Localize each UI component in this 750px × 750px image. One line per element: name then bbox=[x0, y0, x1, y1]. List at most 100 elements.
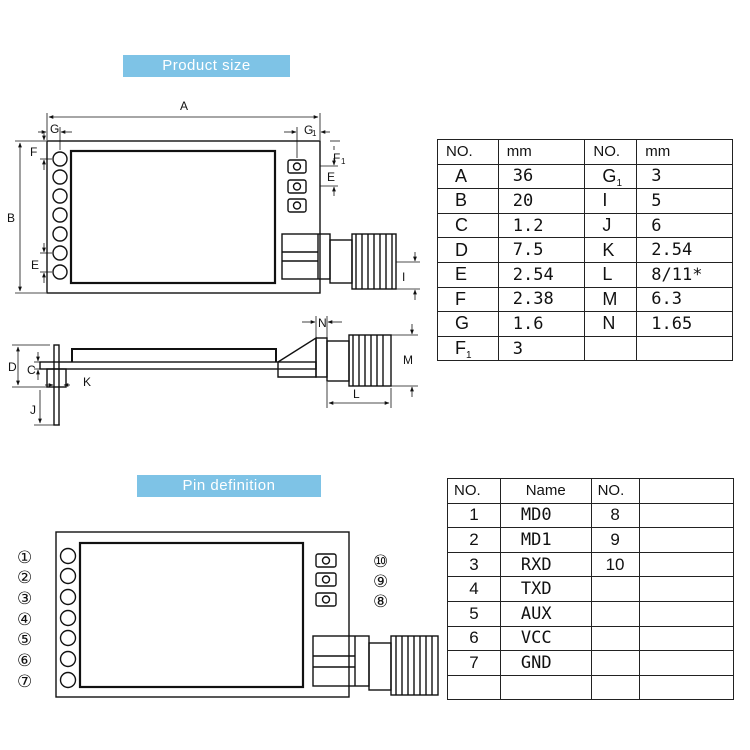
dim-code: G bbox=[437, 311, 499, 337]
dim-value: 1.65 bbox=[636, 311, 733, 337]
side-pin bbox=[53, 344, 60, 426]
table-row: F 2.38 M 6.3 bbox=[437, 286, 733, 313]
dim-label-g1-sub: 1 bbox=[312, 129, 317, 138]
table-row: 3 RXD 10 bbox=[447, 551, 734, 578]
pin-number: 4 bbox=[447, 576, 501, 602]
dim-label-k: K bbox=[83, 375, 91, 389]
pin-name bbox=[499, 674, 592, 701]
side-view-drawing bbox=[12, 316, 418, 426]
table-row: B 20 I 5 bbox=[437, 188, 733, 214]
dim-value: 36 bbox=[497, 163, 586, 190]
pin-number: 5 bbox=[447, 600, 501, 627]
dim-label-f1-sub: 1 bbox=[341, 157, 346, 166]
dim-label-a: A bbox=[180, 99, 188, 113]
pin-view-drawing bbox=[55, 531, 439, 698]
table-row: 2 MD1 9 bbox=[447, 527, 734, 553]
pin-marker-3: ③ bbox=[17, 589, 32, 608]
pin-view-board bbox=[55, 531, 350, 698]
pin-number: 10 bbox=[590, 551, 640, 578]
dim-code: E bbox=[437, 261, 499, 288]
table-header-row: NO. Name NO. bbox=[447, 478, 734, 504]
pin-number bbox=[590, 674, 640, 701]
table-row: E 2.54 L 8/11* bbox=[437, 261, 733, 288]
pin-marker-9: ⑨ bbox=[373, 572, 388, 591]
pin-marker-8: ⑧ bbox=[373, 592, 388, 611]
table-row: 4 TXD bbox=[447, 576, 734, 602]
pin-number: 3 bbox=[447, 551, 501, 578]
dim-code: M bbox=[584, 286, 638, 313]
dim-code bbox=[584, 335, 638, 362]
top-view-drawing bbox=[15, 113, 420, 300]
side-pcb bbox=[39, 361, 317, 370]
table-row bbox=[447, 674, 734, 701]
pin-marker-6: ⑥ bbox=[17, 651, 32, 670]
column-header: NO. bbox=[584, 139, 638, 165]
dim-value: 3 bbox=[497, 335, 586, 362]
pin-view-connector-base bbox=[312, 635, 370, 687]
dim-label-m: M bbox=[403, 353, 413, 367]
table-row: 5 AUX bbox=[447, 600, 734, 627]
pin-name bbox=[638, 650, 734, 676]
dim-code: N bbox=[584, 311, 638, 337]
dimension-table: NO. mm NO. mm A 36 G1 3 B 20 I 5 C 1.2 J… bbox=[437, 139, 733, 362]
pin-number: 9 bbox=[590, 527, 640, 553]
pin-marker-1: ① bbox=[17, 548, 32, 567]
dim-code: F1 bbox=[437, 335, 499, 362]
table-row: 1 MD0 8 bbox=[447, 502, 734, 529]
pin-name bbox=[638, 576, 734, 602]
table-row: F1 3 bbox=[437, 335, 733, 362]
table-row: A 36 G1 3 bbox=[437, 163, 733, 190]
dim-code: F bbox=[437, 286, 499, 313]
pin-number: 6 bbox=[447, 625, 501, 652]
pin-marker-2: ② bbox=[17, 568, 32, 587]
pin-name bbox=[638, 625, 734, 652]
dim-code: A bbox=[437, 163, 499, 190]
dim-value: 2.54 bbox=[497, 261, 586, 288]
dim-code: B bbox=[437, 188, 499, 214]
product-size-banner: Product size bbox=[123, 55, 290, 77]
pin-view-pins-right bbox=[315, 553, 337, 607]
column-header: NO. bbox=[590, 478, 640, 504]
table-row: D 7.5 K 2.54 bbox=[437, 237, 733, 263]
pin-number bbox=[590, 650, 640, 676]
pin-row-left bbox=[52, 151, 68, 280]
column-header: mm bbox=[497, 139, 586, 165]
side-header bbox=[46, 368, 67, 388]
dim-value: 2.38 bbox=[497, 286, 586, 313]
dim-label-n: N bbox=[318, 316, 327, 330]
pin-name: GND bbox=[499, 650, 592, 676]
pin-marker-4: ④ bbox=[17, 610, 32, 629]
dim-label-f: F bbox=[30, 145, 37, 159]
dim-label-i: I bbox=[402, 270, 405, 284]
pin-number: 8 bbox=[590, 502, 640, 529]
dim-label-c: C bbox=[27, 363, 36, 377]
column-header: mm bbox=[636, 139, 733, 165]
pin-view-pins-left bbox=[59, 547, 77, 689]
dim-label-e-right: E bbox=[327, 170, 335, 184]
dim-value: 7.5 bbox=[497, 237, 586, 263]
dim-label-g: G bbox=[50, 122, 59, 136]
pin-number bbox=[590, 625, 640, 652]
pin-name: MD1 bbox=[499, 527, 592, 553]
column-header: Name bbox=[499, 478, 592, 504]
dim-value: 6 bbox=[636, 212, 733, 239]
pin-name: MD0 bbox=[499, 502, 592, 529]
column-header: NO. bbox=[437, 139, 499, 165]
pin-number bbox=[590, 576, 640, 602]
pin-name bbox=[638, 674, 734, 701]
dim-code: K bbox=[584, 237, 638, 263]
dim-value: 8/11* bbox=[636, 261, 733, 288]
dim-code-sub: 1 bbox=[466, 350, 472, 362]
column-header bbox=[638, 478, 734, 504]
pin-number bbox=[447, 674, 501, 701]
pin-name bbox=[638, 551, 734, 578]
pin-name: TXD bbox=[499, 576, 592, 602]
dim-value bbox=[636, 335, 733, 362]
table-row: 7 GND bbox=[447, 650, 734, 676]
dim-code: D bbox=[437, 237, 499, 263]
pin-number: 2 bbox=[447, 527, 501, 553]
pin-name bbox=[638, 600, 734, 627]
dim-label-j: J bbox=[30, 403, 36, 417]
pin-name bbox=[638, 502, 734, 529]
